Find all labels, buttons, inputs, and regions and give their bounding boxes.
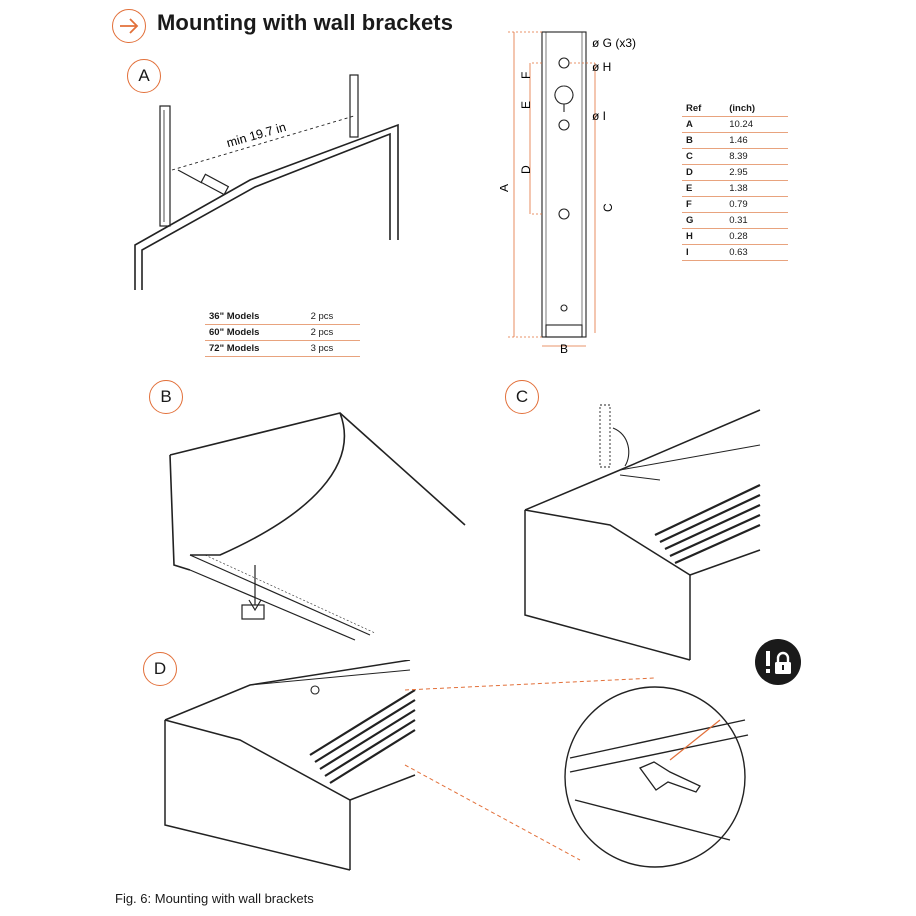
value-cell: 1.38 (725, 180, 788, 197)
dim-label-f: F (519, 72, 533, 79)
table-row: 72" Models 3 pcs (205, 340, 360, 357)
model-cell: 36" Models (205, 309, 307, 325)
value-cell: 8.39 (725, 148, 788, 165)
zoom-detail-circle (564, 686, 749, 868)
dim-label-i: ø I (592, 109, 606, 123)
arrow-right-icon (112, 9, 146, 43)
page-title: Mounting with wall brackets (157, 10, 454, 35)
ref-cell: C (682, 148, 726, 165)
ref-cell: G (682, 212, 726, 229)
step-a-marker: A (127, 59, 161, 93)
models-table: 36" Models 2 pcs 60" Models 2 pcs 72" Mo… (205, 309, 360, 357)
bracket-dimension-drawing: A B C D E F ø G (x3) ø H ø I (500, 31, 636, 356)
dim-label-d: D (519, 165, 533, 174)
ref-header: Ref (682, 101, 726, 117)
step-b-illustration (169, 412, 466, 641)
dim-label-h: ø H (592, 60, 611, 74)
zoom-callout-lines (404, 677, 656, 861)
value-cell: 10.24 (725, 116, 788, 133)
figure-caption: Fig. 6: Mounting with wall brackets (115, 891, 314, 906)
table-row: 60" Models 2 pcs (205, 324, 360, 341)
value-cell: 2.95 (725, 164, 788, 181)
lock-warning-icon (755, 639, 801, 685)
step-c-marker: C (505, 380, 539, 414)
dim-label-b: B (560, 342, 568, 356)
ref-cell: H (682, 228, 726, 245)
step-b-marker: B (149, 380, 183, 414)
qty-cell: 3 pcs (306, 340, 360, 357)
model-cell: 60" Models (205, 324, 307, 341)
dim-label-c: C (601, 203, 615, 212)
ref-cell: F (682, 196, 726, 213)
value-cell: 1.46 (725, 132, 788, 149)
dim-label-a: A (500, 184, 511, 192)
table-header-row: Ref (inch) (682, 101, 788, 117)
value-cell: 0.28 (725, 228, 788, 245)
step-a-illustration: min 19.7 in (134, 74, 399, 290)
distance-label: min 19.7 in (225, 120, 288, 150)
step-d-marker: D (143, 652, 177, 686)
table-row: 36" Models 2 pcs (205, 309, 360, 325)
value-cell: 0.31 (725, 212, 788, 229)
qty-cell: 2 pcs (306, 324, 360, 341)
model-cell: 72" Models (205, 340, 307, 357)
step-c-illustration (524, 404, 761, 661)
ref-cell: B (682, 132, 726, 149)
value-cell: 0.63 (725, 244, 788, 261)
ref-cell: A (682, 116, 726, 133)
qty-cell: 2 pcs (306, 309, 360, 325)
dim-label-g: ø G (x3) (592, 36, 636, 50)
ref-cell: D (682, 164, 726, 181)
step-d-illustration (164, 660, 416, 871)
unit-header: (inch) (725, 101, 788, 117)
dim-label-e: E (519, 101, 533, 109)
ref-cell: I (682, 244, 726, 261)
value-cell: 0.79 (725, 196, 788, 213)
ref-cell: E (682, 180, 726, 197)
